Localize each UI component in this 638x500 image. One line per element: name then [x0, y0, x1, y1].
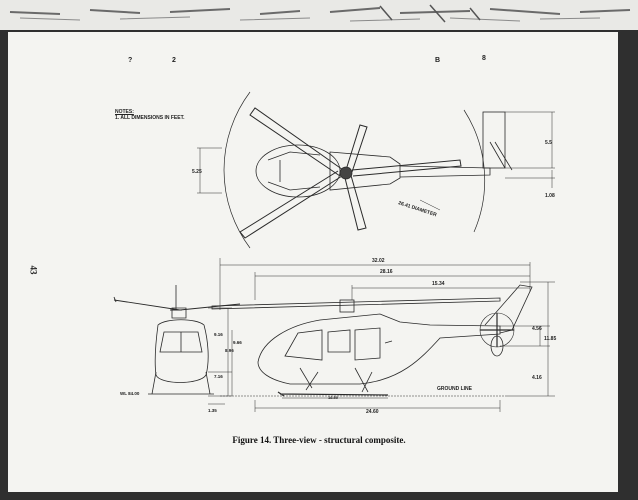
- dim-rotor-diameter: 26.41 DIAMETER: [397, 200, 437, 218]
- rotor-blade-n: [345, 124, 368, 173]
- paper-sheet: [8, 32, 618, 492]
- dim-rotor-to-tail: 28.16: [380, 269, 393, 275]
- rotor-blade-e: [351, 159, 462, 177]
- side-rotor-mast: [339, 299, 355, 313]
- ground-line-label: GROUND LINE: [437, 386, 473, 392]
- dim-plan-tail-offset: 1.08: [545, 193, 555, 199]
- front-skids: [148, 371, 214, 395]
- scan-mark-4: 8: [482, 55, 486, 62]
- side-skid: [277, 391, 389, 397]
- plan-dim-lines: [197, 111, 555, 211]
- dim-front-height-b: 9.66: [233, 340, 242, 345]
- plan-view: 5.25 5.5 1.08 26.41 DIAMETER: [192, 91, 555, 249]
- water-line-label: WL 84.00: [120, 391, 140, 396]
- scan-header-strip: [0, 0, 638, 30]
- dim-tail-rotor-c: 4.16: [532, 375, 542, 381]
- side-tail-rotor-blades: [480, 313, 514, 347]
- front-rotor-mast: [171, 285, 187, 319]
- dim-front-height-d: 7.16: [214, 374, 223, 379]
- dim-plan-width: 5.25: [192, 169, 202, 175]
- dim-skid-length: 18.50: [328, 395, 339, 400]
- plan-tail-fin: [482, 111, 506, 169]
- rotor-blade-sw: [239, 170, 343, 239]
- scan-noise: [9, 4, 631, 23]
- front-dim-lines: [208, 307, 233, 405]
- dim-tail-rotor-b: 11.85: [544, 336, 556, 342]
- rotor-disc-arc-right: [463, 109, 486, 233]
- side-door: [354, 327, 393, 361]
- front-windshield: [159, 331, 203, 353]
- side-windshield: [284, 329, 351, 361]
- side-dim-right-lines: [500, 281, 555, 397]
- drawing-notes: NOTES: 1. ALL DIMENSIONS IN FEET.: [115, 109, 184, 121]
- side-dim-top-lines: [219, 258, 531, 310]
- notes-line-1: 1. ALL DIMENSIONS IN FEET.: [115, 115, 185, 121]
- rotor-disc-arc-left: [223, 91, 251, 249]
- side-view: 32.02 28.16 15.34 GROUND LINE: [211, 258, 556, 415]
- rotor-blade-ne: [249, 107, 347, 177]
- dim-mast-to-tail: 15.34: [432, 281, 445, 287]
- dim-tail-rotor-a: 4.56: [532, 326, 542, 332]
- page-number: 43: [28, 265, 39, 275]
- dim-fuselage-length: 24.60: [366, 409, 379, 415]
- scan-mark-2: 2: [172, 57, 176, 64]
- side-dim-bottom-lines: [254, 397, 501, 412]
- side-skid-struts: [299, 367, 373, 393]
- dim-skid-clearance: 1.35: [208, 408, 217, 413]
- front-fuselage: [154, 319, 209, 383]
- dim-overall-length: 32.02: [372, 258, 385, 264]
- scan-mark-1: ?: [128, 57, 132, 64]
- dim-plan-tail-height: 5.5: [545, 140, 552, 146]
- notes-title: NOTES:: [115, 109, 134, 115]
- side-fuselage: [257, 313, 501, 385]
- front-view: 9.16 9.66 8.96 7.16 1.35 WL 84.00: [113, 285, 242, 413]
- plan-tail-strut: [489, 141, 513, 171]
- dim-front-height-a: 9.16: [214, 332, 223, 337]
- plan-fuselage: [329, 151, 401, 191]
- rotor-blade-s: [343, 171, 367, 231]
- rotor-hub: [339, 166, 353, 180]
- figure-caption: Figure 14. Three-view - structural compo…: [232, 435, 406, 445]
- scan-mark-3: B: [435, 57, 440, 64]
- side-tail-fin: [484, 284, 533, 334]
- dim-front-height-c: 8.96: [225, 348, 234, 353]
